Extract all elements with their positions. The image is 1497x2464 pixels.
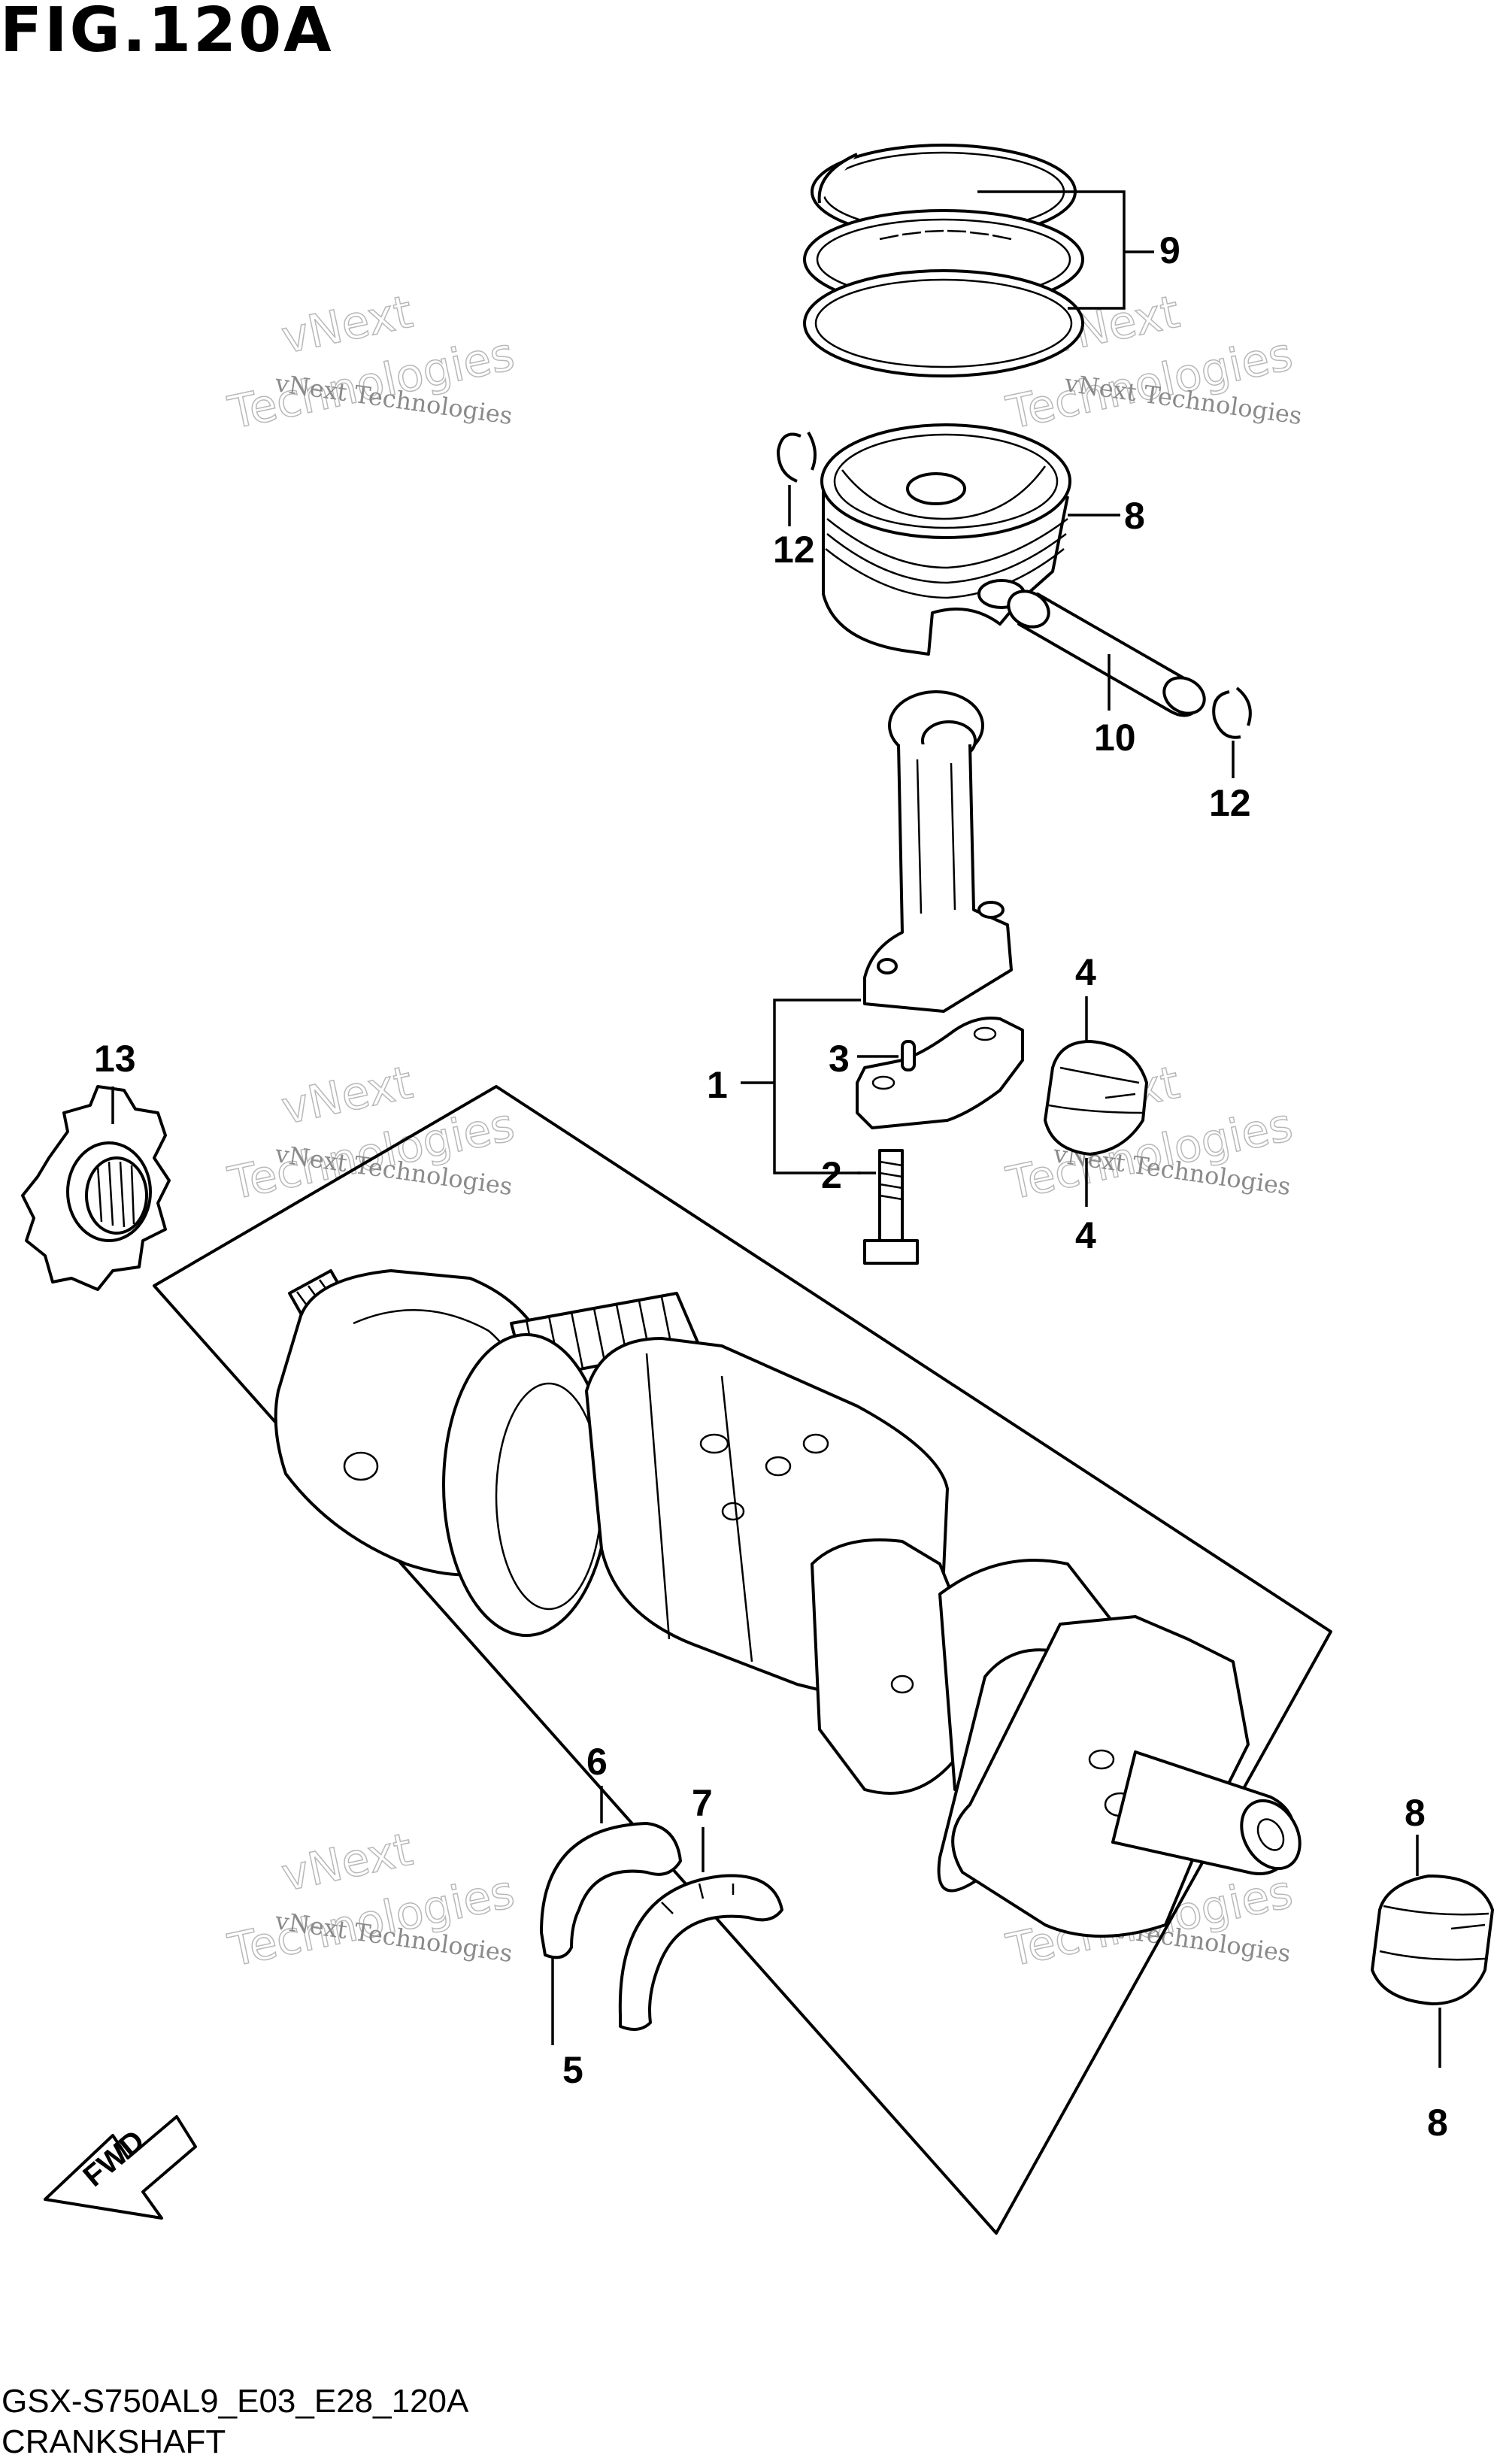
callout-2: 2 — [821, 1154, 842, 1196]
piston-pin — [1007, 589, 1206, 717]
callout-1: 1 — [707, 1064, 728, 1106]
callout-13: 13 — [94, 1038, 136, 1080]
figure-title: FIG.120A — [0, 0, 334, 66]
piston — [820, 423, 1071, 656]
dowel-pin — [901, 1040, 916, 1071]
con-rod-bolt — [863, 1149, 919, 1265]
callout-12-left: 12 — [773, 529, 815, 571]
circlip-right — [1212, 686, 1252, 739]
connecting-rod — [863, 690, 1013, 1013]
callout-7: 7 — [692, 1782, 713, 1824]
connecting-rod-cap — [856, 1017, 1024, 1129]
thrust-bearing-6 — [540, 1822, 682, 1959]
balancer-drive-gear — [21, 1085, 171, 1291]
diagram-reference-code: GSX-S750AL9_E03_E28_120A — [2, 2383, 469, 2420]
callout-3: 3 — [829, 1038, 850, 1080]
callout-6: 6 — [586, 1741, 608, 1783]
thrust-bearing-7 — [618, 1874, 783, 2031]
callout-8-bottom: 8 — [1427, 2102, 1448, 2144]
con-rod-bearings — [1044, 1040, 1148, 1156]
watermark-bottom-left: vNext Technologies vNext Technologies — [223, 1823, 520, 1978]
callout-4-top: 4 — [1075, 951, 1096, 993]
piston-rings — [803, 144, 1084, 377]
callout-8-top: 8 — [1405, 1792, 1426, 1834]
watermark-mid-left: vNext Technologies vNext Technologies — [223, 1056, 520, 1211]
fwd-arrow-icon: FWD — [44, 2115, 197, 2220]
callout-12-right: 12 — [1209, 782, 1251, 824]
callout-11: 10 — [1094, 717, 1136, 759]
callout-4-bottom: 4 — [1075, 1214, 1096, 1256]
callout-5: 5 — [562, 2049, 583, 2091]
watermark-mid-right: vNext Technologies vNext Technologies — [1002, 1056, 1298, 1211]
crankshaft — [274, 1269, 1302, 1938]
watermark-top-left: vNext Technologies vNext Technologies — [223, 285, 520, 441]
callout-10: 9 — [1159, 229, 1180, 271]
crankshaft-main-bearings — [1371, 1875, 1494, 2005]
diagram-caption: CRANKSHAFT — [2, 2423, 226, 2460]
callout-9: 8 — [1124, 495, 1145, 537]
circlip-left — [777, 431, 817, 483]
